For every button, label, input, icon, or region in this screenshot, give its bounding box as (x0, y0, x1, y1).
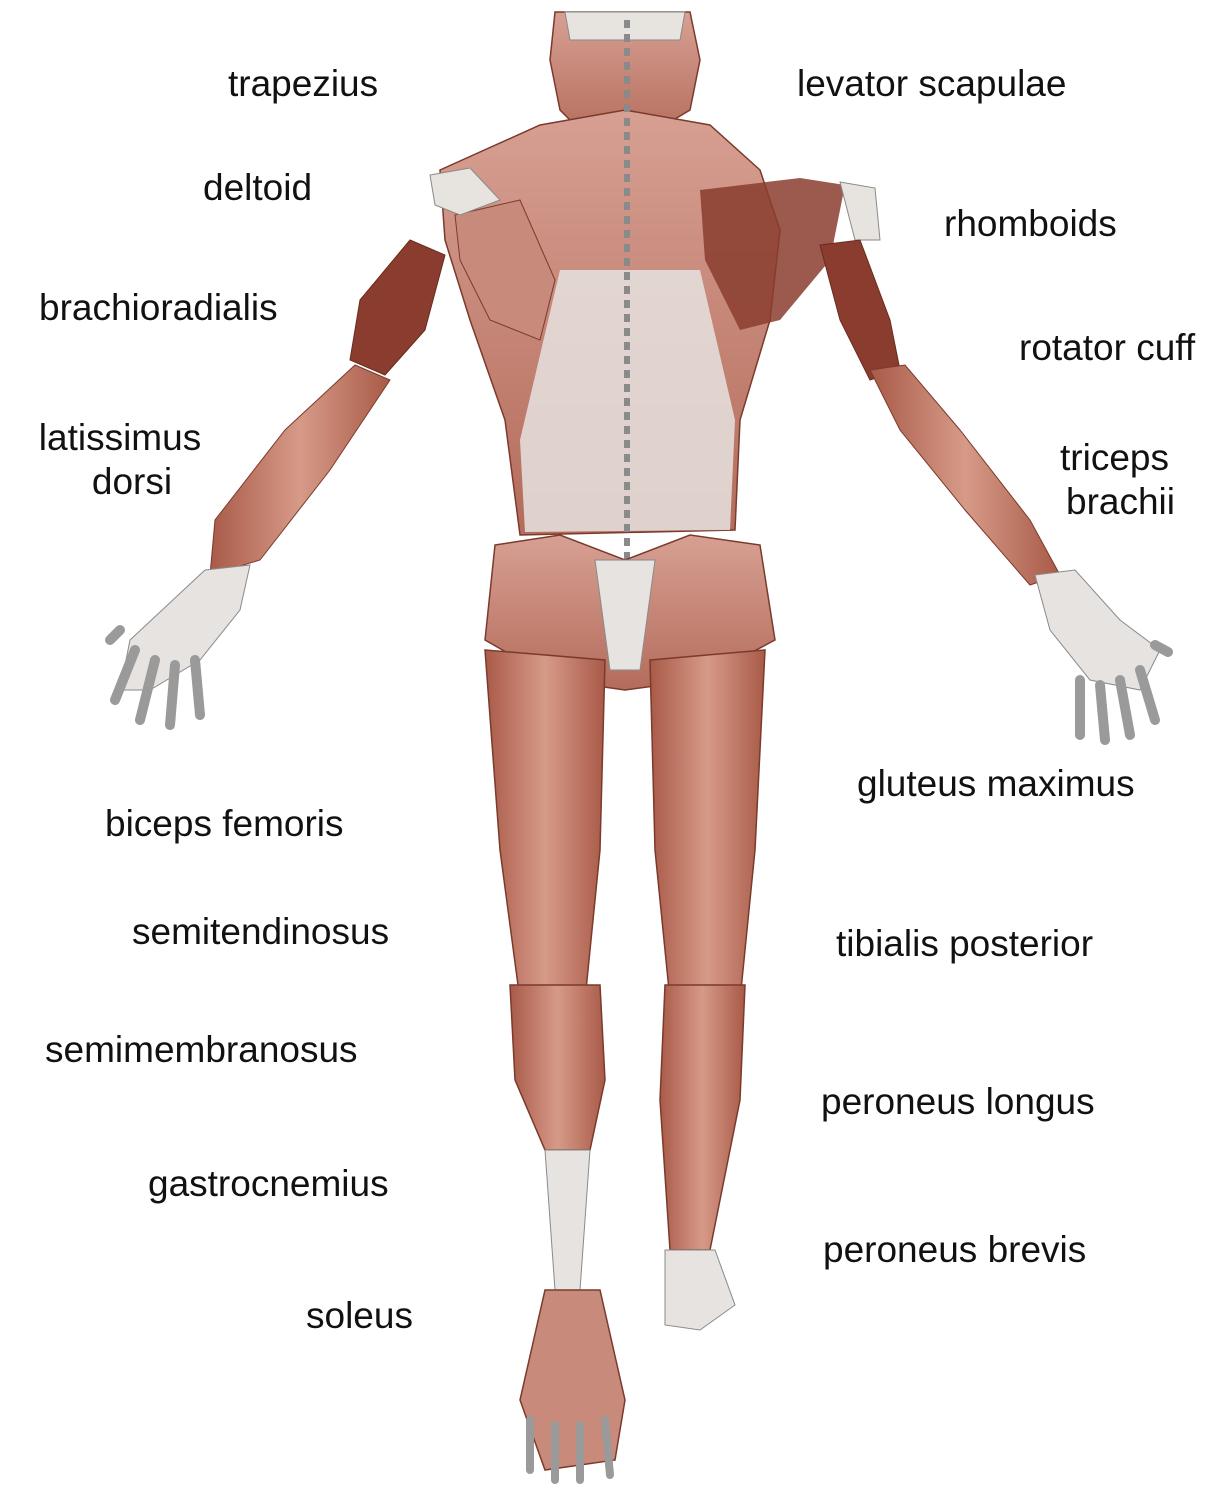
left-leg (485, 650, 625, 1480)
label-triceps-brachii: triceps brachii (1060, 436, 1175, 524)
label-tibialis-posterior: tibialis posterior (836, 922, 1093, 966)
label-rotator-cuff: rotator cuff (1019, 326, 1195, 370)
label-peroneus-longus: peroneus longus (821, 1080, 1095, 1124)
label-trapezius: trapezius (228, 62, 378, 106)
label-soleus: soleus (306, 1294, 413, 1338)
label-gastrocnemius: gastrocnemius (148, 1162, 389, 1206)
label-rhomboids: rhomboids (944, 202, 1117, 246)
label-brachioradialis: brachioradialis (39, 286, 278, 330)
label-latissimus-line1: latissimus (28, 416, 212, 460)
label-semimembranosus: semimembranosus (45, 1028, 358, 1072)
label-triceps-line1: triceps (1060, 436, 1175, 480)
label-levator-scapulae: levator scapulae (797, 62, 1066, 106)
label-deltoid: deltoid (203, 166, 312, 210)
label-biceps-femoris: biceps femoris (105, 802, 344, 846)
label-latissimus-dorsi: latissimus dorsi (28, 416, 212, 504)
label-semitendinosus: semitendinosus (132, 910, 389, 954)
label-gluteus-maximus: gluteus maximus (857, 762, 1135, 806)
label-latissimus-line2: dorsi (28, 460, 212, 504)
label-triceps-line2: brachii (1060, 480, 1175, 524)
label-peroneus-brevis: peroneus brevis (823, 1228, 1086, 1272)
right-leg (650, 650, 765, 1330)
